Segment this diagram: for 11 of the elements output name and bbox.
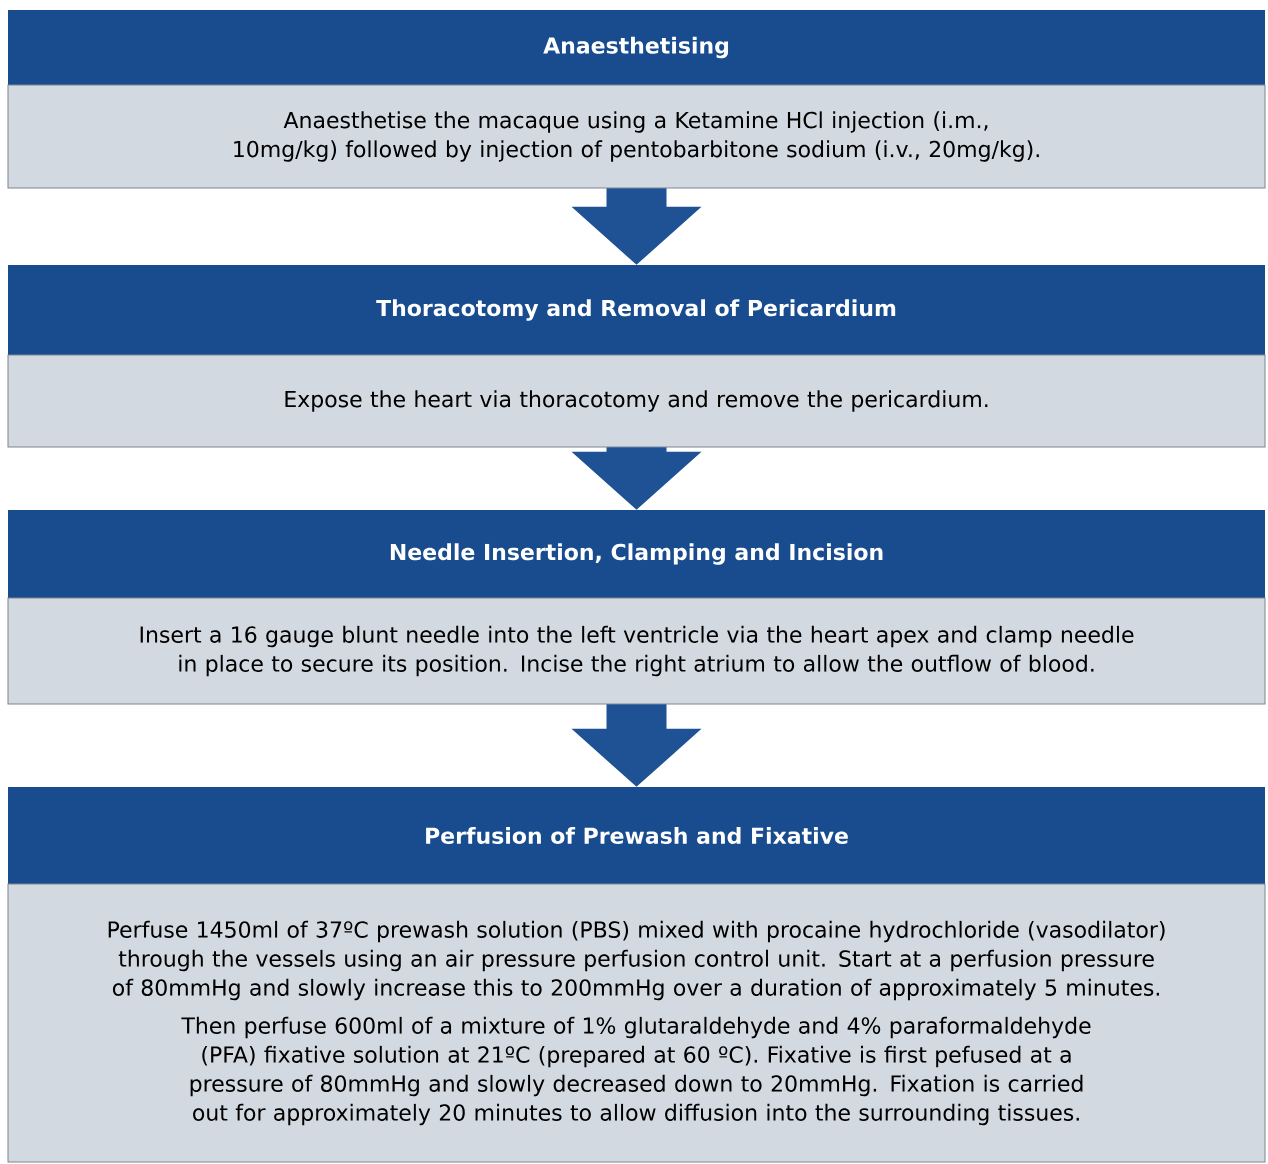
step-box: Needle Insertion, Clamping and Incision Insert a 16 gauge blunt needle into the left ventricle via the heart apex and clamp needle in place to secure its position. Incise the right atrium to allow the outflow of blood.	[7, 510, 1266, 705]
block-arrow	[571, 447, 702, 510]
block-arrow	[571, 704, 702, 787]
node-label: Thoracotomy and Removal of Pericardium	[376, 299, 896, 321]
node-label: Anaesthetising	[543, 36, 729, 59]
node-label: Needle Insertion, Clamping and Incision	[390, 543, 883, 565]
block-arrow	[571, 188, 702, 265]
step-box: Perfusion of Prewash and Fixative Perfuse 1450ml of 37ºC prewash solution (PBS) mixed with procaine hydrochloride (vasodilator) through the vessels using an air pressure perfusion control unit. Start at a perfusion pressure of 80mmHg and slowly increase this to 200mmHg over a duration of approximately 5 minutes. Then perfuse 600ml of a mixture of 1% glutaraldehyde and 4% paraformaldehyde (PFA) fixative solution at 21ºC (prepared at 60 ºC). Fixative is first pefused at a pressure of 80mmHg and slowly decreased down to 20mmHg. Fixation is carried out for approximately 20 minutes to allow diffusion into the surrounding tissues.	[7, 787, 1266, 1163]
step-box: Anaesthetising Anaesthetise the macaque using a Ketamine HCl injection (i.m., 10mg/kg) followed by injection of pentobarbitone sodium (i.v., 20mg/kg).	[7, 10, 1266, 189]
node-label: Perfusion of Prewash and Fixative	[426, 826, 848, 845]
step-box: Thoracotomy and Removal of Pericardium Expose the heart via thoracotomy and remove the pericardium.	[7, 265, 1266, 448]
